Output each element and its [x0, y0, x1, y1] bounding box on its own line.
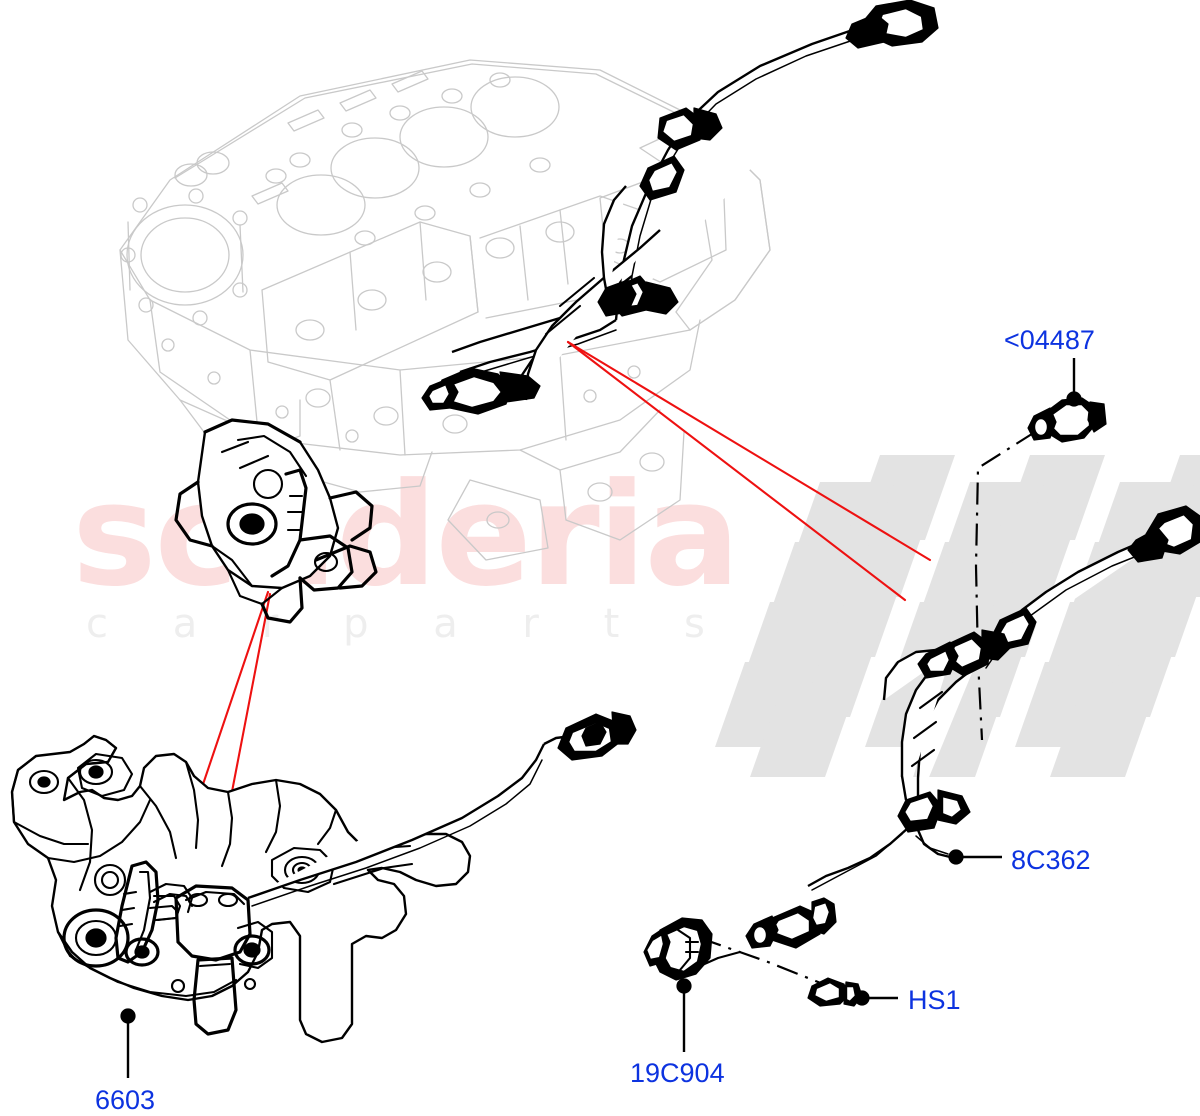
- oil-pipe-assembly-8C362: [745, 505, 1200, 949]
- bottom-sensor-fitting: [745, 897, 837, 949]
- pipe-fitting-upper-mid: [657, 107, 723, 151]
- callout-lines-lower: [194, 590, 272, 807]
- part-label-04487[interactable]: <04487: [1004, 325, 1095, 355]
- screw-HS1: [807, 977, 863, 1007]
- hose-end-right-bottom: [897, 789, 971, 833]
- assembly-dash-dot-line-hs1: [699, 936, 829, 988]
- callout-lines-upper: [566, 340, 932, 602]
- oil-pump-housing-assembly-6603: [10, 734, 472, 1044]
- pipe-connector-top-right: [845, 0, 939, 49]
- assembly-dash-dot-line: [974, 431, 1036, 741]
- pipe-clamp-upper: [639, 155, 685, 201]
- pipe-connector-right-top: [1127, 505, 1200, 563]
- sensor-bracket-19C904: [643, 917, 742, 981]
- part-label-6603[interactable]: 6603: [95, 1085, 156, 1115]
- part-label-8c362[interactable]: 8C362: [1011, 845, 1091, 875]
- upper-oil-feed-pipe-assembly: [421, 0, 939, 415]
- part-label-hs1[interactable]: HS1: [908, 985, 961, 1015]
- oil-pump-housing-on-block: [174, 418, 378, 624]
- part-label-19c904[interactable]: 19C904: [630, 1058, 725, 1088]
- watermark-tagline-text: c a r p a r t s: [86, 601, 731, 647]
- sensor-connector: [557, 711, 637, 761]
- watermark-brand-text: scuderia: [72, 453, 740, 618]
- pipe-fitting-right-assembly: [917, 629, 1011, 679]
- crankshaft-sensor-harness: [247, 711, 637, 907]
- label-leader-lines: [120, 358, 1082, 1078]
- oil-pressure-sensor-on-block: [421, 367, 541, 415]
- pipe-elbow-lower: [597, 279, 637, 317]
